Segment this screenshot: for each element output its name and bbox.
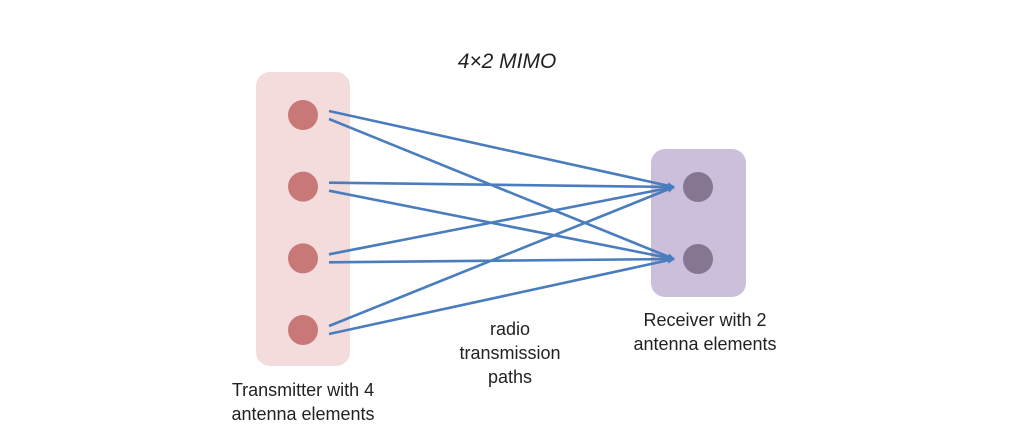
paths-label-line-1: radio [489, 319, 531, 339]
receiver-label: Receiver with 2 antenna elements [595, 308, 815, 356]
path-tx1-rx2 [328, 117, 675, 261]
receiver-label-line-2: antenna elements [633, 334, 777, 354]
transmitter-label: Transmitter with 4 antenna elements [200, 378, 406, 426]
receiver-antennas [683, 172, 713, 274]
paths-label-line-2: transmission [459, 343, 561, 363]
receiver-box [651, 149, 746, 297]
path-tx2-rx2 [328, 189, 675, 262]
paths-label-line-3: paths [487, 367, 533, 387]
paths-label: radio transmission paths [440, 317, 580, 389]
diagram-title: 4×2 MIMO [457, 50, 557, 73]
tx-antenna-1 [288, 100, 318, 130]
rx-antenna-2 [683, 244, 713, 274]
tx-antenna-4 [288, 315, 318, 345]
rx-antenna-1 [683, 172, 713, 202]
tx-antenna-2 [288, 171, 318, 202]
transmitter-label-line-2: antenna elements [231, 404, 375, 424]
receiver-label-line-1: Receiver with 2 [643, 310, 767, 330]
radio-paths [328, 109, 675, 336]
path-tx3-rx1 [328, 184, 675, 256]
path-tx4-rx2 [328, 256, 675, 336]
transmitter-label-line-1: Transmitter with 4 [231, 380, 375, 400]
path-tx4-rx1 [328, 185, 675, 328]
path-tx1-rx1 [328, 109, 675, 190]
transmitter-box [256, 72, 350, 366]
path-tx3-rx2 [328, 255, 675, 264]
path-tx2-rx1 [328, 181, 675, 191]
transmitter-antennas [288, 100, 318, 345]
tx-antenna-3 [288, 243, 318, 274]
